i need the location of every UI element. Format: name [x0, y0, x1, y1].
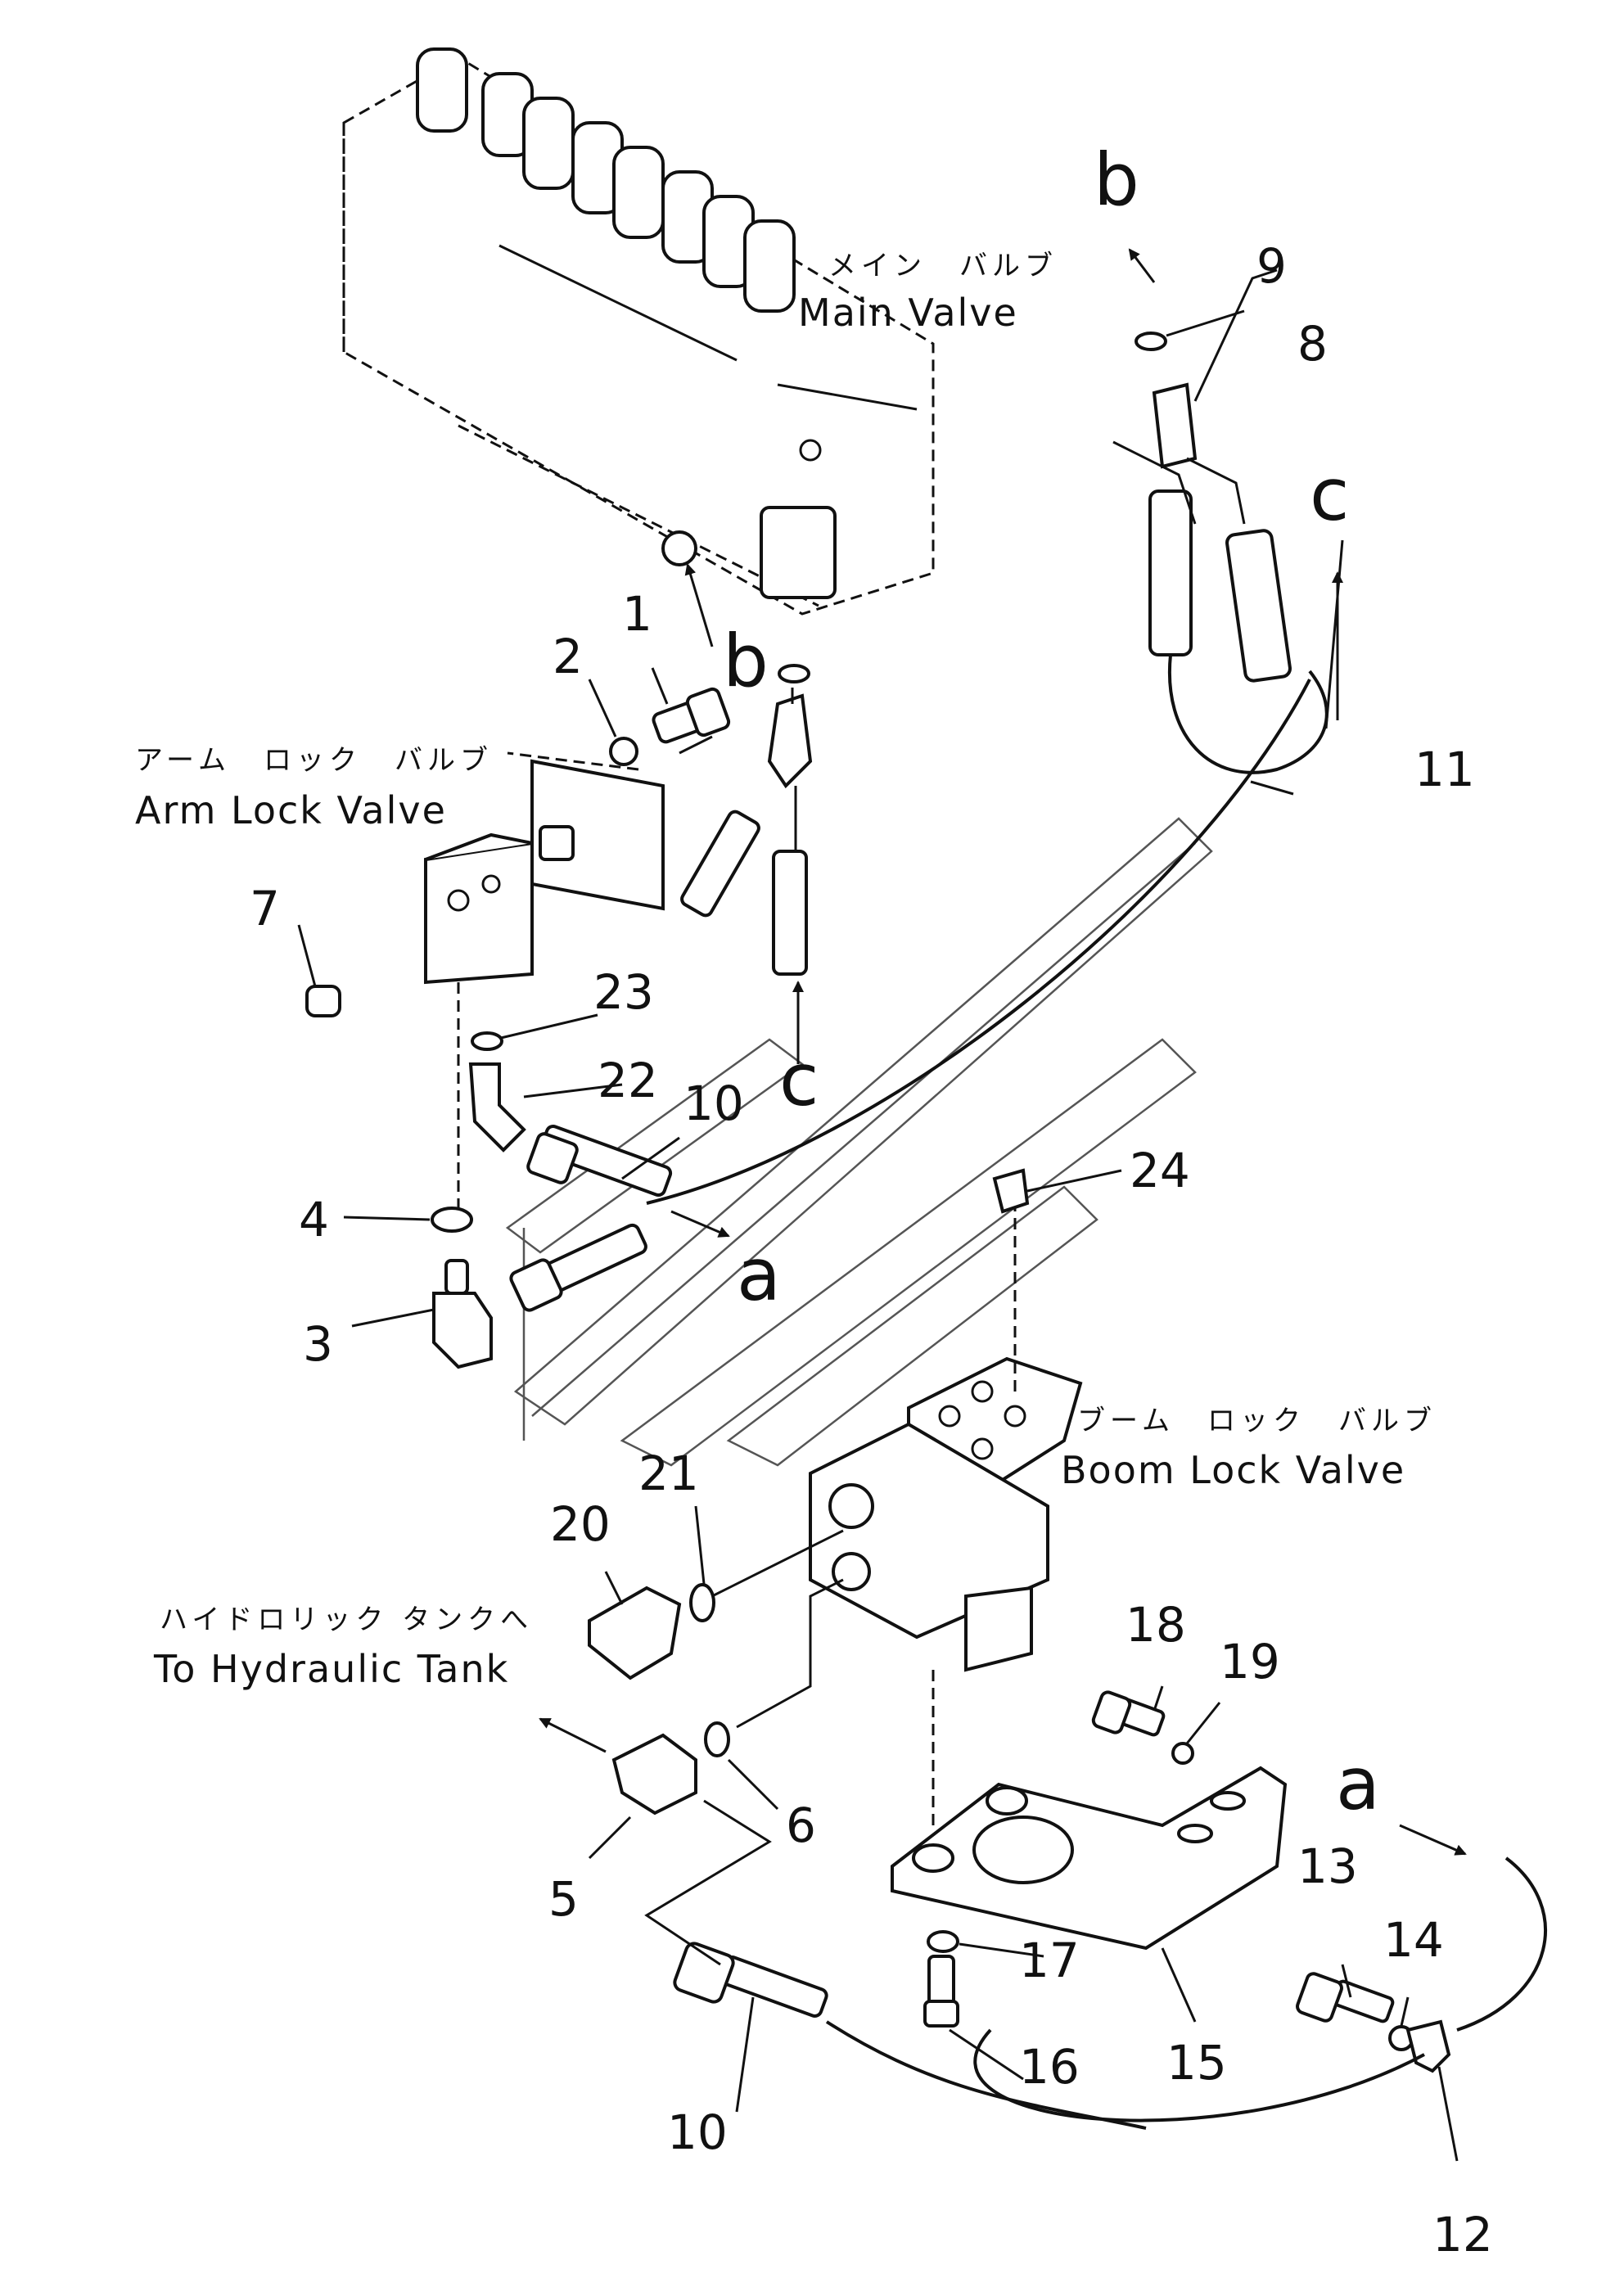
- part-number-1: 1: [622, 586, 652, 642]
- part-number-11: 11: [1414, 742, 1475, 797]
- boom-lock-valve-label-jp: ブーム ロック バルブ: [1077, 1405, 1437, 1437]
- part-number-24: 24: [1130, 1143, 1190, 1198]
- hydraulic-tank-label-jp: ハイドロリック タンクへ: [160, 1604, 533, 1636]
- fittings: [305, 332, 1451, 2073]
- connection-c-mid: c: [779, 1038, 819, 1122]
- arm-lock-valve: [424, 751, 665, 1211]
- part-number-23: 23: [593, 964, 654, 1020]
- part-number-9: 9: [1256, 238, 1287, 294]
- part-number-15: 15: [1166, 2035, 1227, 2091]
- main-valve: [342, 47, 935, 616]
- part-number-18: 18: [1126, 1597, 1186, 1653]
- part-number-10-upper: 10: [683, 1076, 744, 1131]
- boom-lock-valve-label: Boom Lock Valve: [1061, 1448, 1405, 1492]
- part-number-6: 6: [786, 1798, 816, 1853]
- connection-letters: b c b c a a: [723, 138, 1380, 1826]
- callout-leaders: [297, 268, 1459, 2162]
- part-number-12: 12: [1432, 2207, 1493, 2262]
- connection-b-mid: b: [723, 619, 769, 703]
- bracket: [891, 1766, 1288, 1951]
- component-labels: メイン バルブ Main Valve アーム ロック バルブ Arm Lock …: [135, 250, 1437, 1691]
- part-number-22: 22: [598, 1053, 658, 1108]
- flow-arrows: [539, 248, 1467, 1856]
- part-number-19: 19: [1220, 1634, 1280, 1689]
- part-number-3: 3: [303, 1316, 333, 1372]
- part-number-5: 5: [548, 1871, 579, 1927]
- arm-lock-valve-label: Arm Lock Valve: [135, 788, 447, 832]
- part-number-2: 2: [553, 629, 583, 684]
- boom-lock-valve: [809, 1195, 1083, 1825]
- main-valve-label: Main Valve: [798, 291, 1018, 335]
- part-number-20: 20: [550, 1496, 611, 1552]
- part-number-17: 17: [1019, 1933, 1080, 1988]
- part-number-16: 16: [1019, 2039, 1080, 2095]
- part-number-7: 7: [250, 881, 280, 936]
- arm-lock-valve-label-jp: アーム ロック バルブ: [135, 744, 493, 777]
- part-number-14: 14: [1383, 1912, 1444, 1968]
- connection-b-top: b: [1094, 138, 1139, 222]
- connection-a-mid: a: [737, 1233, 781, 1317]
- main-valve-label-jp: メイン バルブ: [828, 250, 1058, 282]
- part-number-callouts: 1 2 3 4 5 6 7 8 9 10 10 11 12 13 14 15 1…: [250, 238, 1493, 2262]
- connection-c-top: c: [1310, 453, 1349, 537]
- watermark-logo: [505, 817, 1213, 1467]
- part-number-13: 13: [1297, 1838, 1358, 1894]
- part-number-8: 8: [1297, 316, 1328, 372]
- hose-lines: [644, 440, 1547, 2130]
- hydraulic-tank-label: To Hydraulic Tank: [153, 1647, 509, 1691]
- part-number-21: 21: [638, 1446, 699, 1501]
- main-valve-spools: [416, 47, 796, 313]
- connection-a-right: a: [1336, 1742, 1380, 1826]
- part-number-10-lower: 10: [667, 2104, 728, 2160]
- part-number-4: 4: [299, 1192, 329, 1247]
